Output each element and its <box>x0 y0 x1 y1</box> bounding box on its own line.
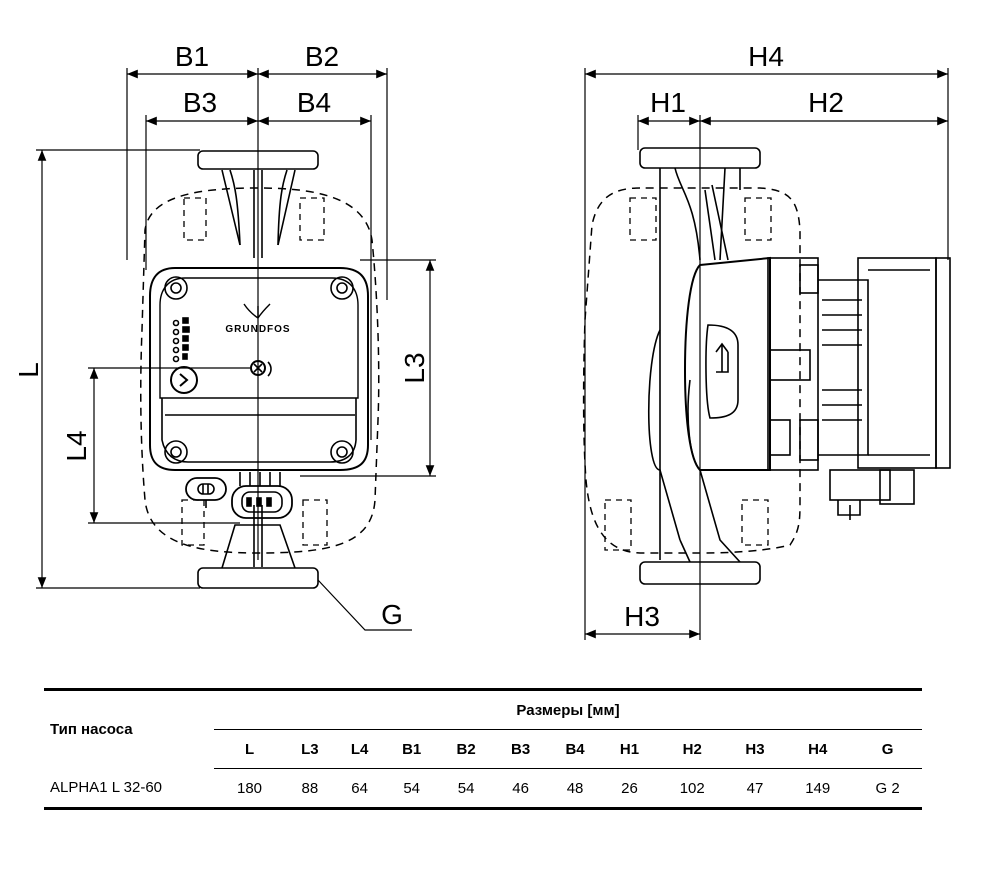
dimension-value-cell: 46 <box>493 768 548 810</box>
label-g: G <box>381 599 403 630</box>
dimension-value-cell: 47 <box>727 768 783 810</box>
dimension-value-cell: 26 <box>602 768 657 810</box>
pump-dimension-drawing: B1 B2 B3 B4 L L4 L3 G GRUNDFOS <box>13 41 951 640</box>
side-dimensions <box>584 68 949 640</box>
label-b2: B2 <box>305 41 339 72</box>
column-header: B1 <box>384 729 439 769</box>
column-header: H3 <box>727 729 783 769</box>
label-l4: L4 <box>61 430 92 461</box>
dimension-value-cell: 54 <box>438 768 494 810</box>
dimension-value-cell: 180 <box>214 768 286 810</box>
column-header: G <box>853 729 922 769</box>
dimension-value-cell: 149 <box>782 768 854 810</box>
pump-type-cell: ALPHA1 L 32-60 <box>44 768 214 810</box>
front-dimension-labels: B1 B2 B3 B4 L L4 L3 G GRUNDFOS <box>13 41 430 630</box>
header-pump-type: Тип насоса <box>44 688 214 769</box>
dimension-value-cell: 64 <box>334 768 385 810</box>
front-view <box>140 150 380 589</box>
dimension-value-cell: G 2 <box>853 768 922 810</box>
side-dimension-labels: H4 H1 H2 H3 <box>624 41 844 632</box>
side-view <box>582 147 951 585</box>
label-h4: H4 <box>748 41 784 72</box>
header-dimensions-group: Размеры [мм] <box>214 688 922 730</box>
label-h3: H3 <box>624 601 660 632</box>
label-l3: L3 <box>399 352 430 383</box>
column-header: H4 <box>782 729 854 769</box>
dimension-value-cell: 88 <box>285 768 335 810</box>
label-h2: H2 <box>808 87 844 118</box>
column-header: B2 <box>438 729 494 769</box>
column-header: B4 <box>547 729 603 769</box>
label-l: L <box>13 362 44 378</box>
column-header: B3 <box>493 729 548 769</box>
label-b4: B4 <box>297 87 331 118</box>
column-header: L <box>214 729 286 769</box>
label-b1: B1 <box>175 41 209 72</box>
front-dimensions <box>36 68 436 631</box>
column-header: H1 <box>602 729 657 769</box>
label-h1: H1 <box>650 87 686 118</box>
column-header: L4 <box>334 729 385 769</box>
dimension-value-cell: 54 <box>384 768 439 810</box>
dimension-value-cell: 48 <box>547 768 603 810</box>
label-b3: B3 <box>183 87 217 118</box>
column-header: L3 <box>285 729 335 769</box>
brand-logo-text: GRUNDFOS <box>225 324 290 335</box>
dimension-value-cell: 102 <box>656 768 728 810</box>
column-header: H2 <box>656 729 728 769</box>
